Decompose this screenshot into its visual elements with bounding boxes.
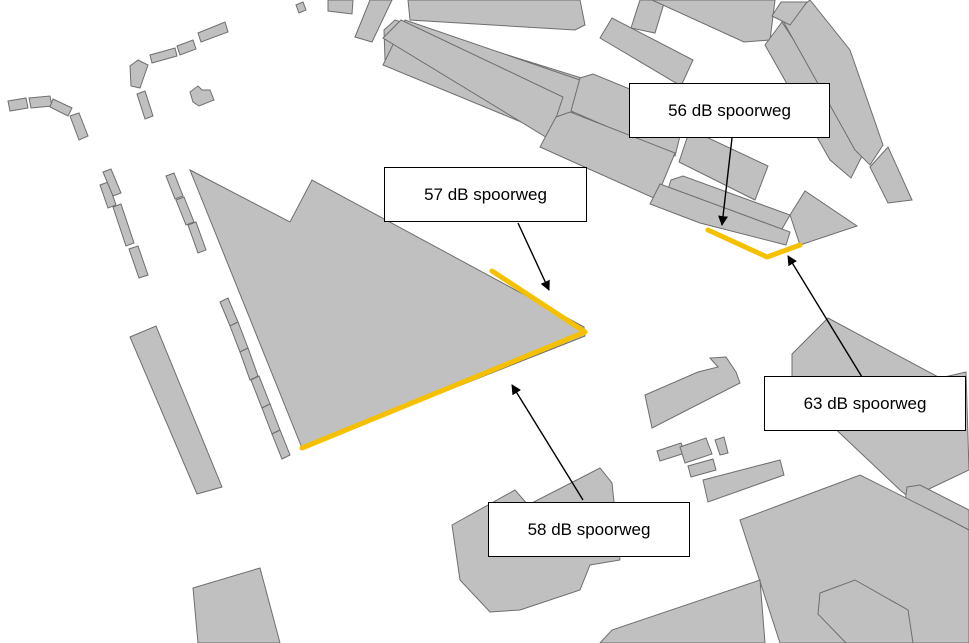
arrow-57db [517, 222, 550, 291]
label-63db: 63 dB spoorweg [764, 376, 966, 431]
buildings-east [599, 317, 969, 643]
buildings-small-northwest [7, 0, 354, 141]
arrow-58db [511, 384, 584, 501]
arrow-63db [787, 255, 863, 378]
arrows [511, 137, 863, 501]
label-57db: 57 dB spoorweg [384, 167, 587, 222]
facade-highlight-east [705, 227, 803, 260]
facade-highlight-triangle [299, 268, 588, 451]
label-56db: 56 dB spoorweg [629, 83, 830, 138]
buildings-west-strips [99, 168, 291, 495]
label-58db: 58 dB spoorweg [488, 502, 690, 557]
arrow-56db [718, 137, 733, 226]
building-triangular-block [189, 168, 588, 451]
